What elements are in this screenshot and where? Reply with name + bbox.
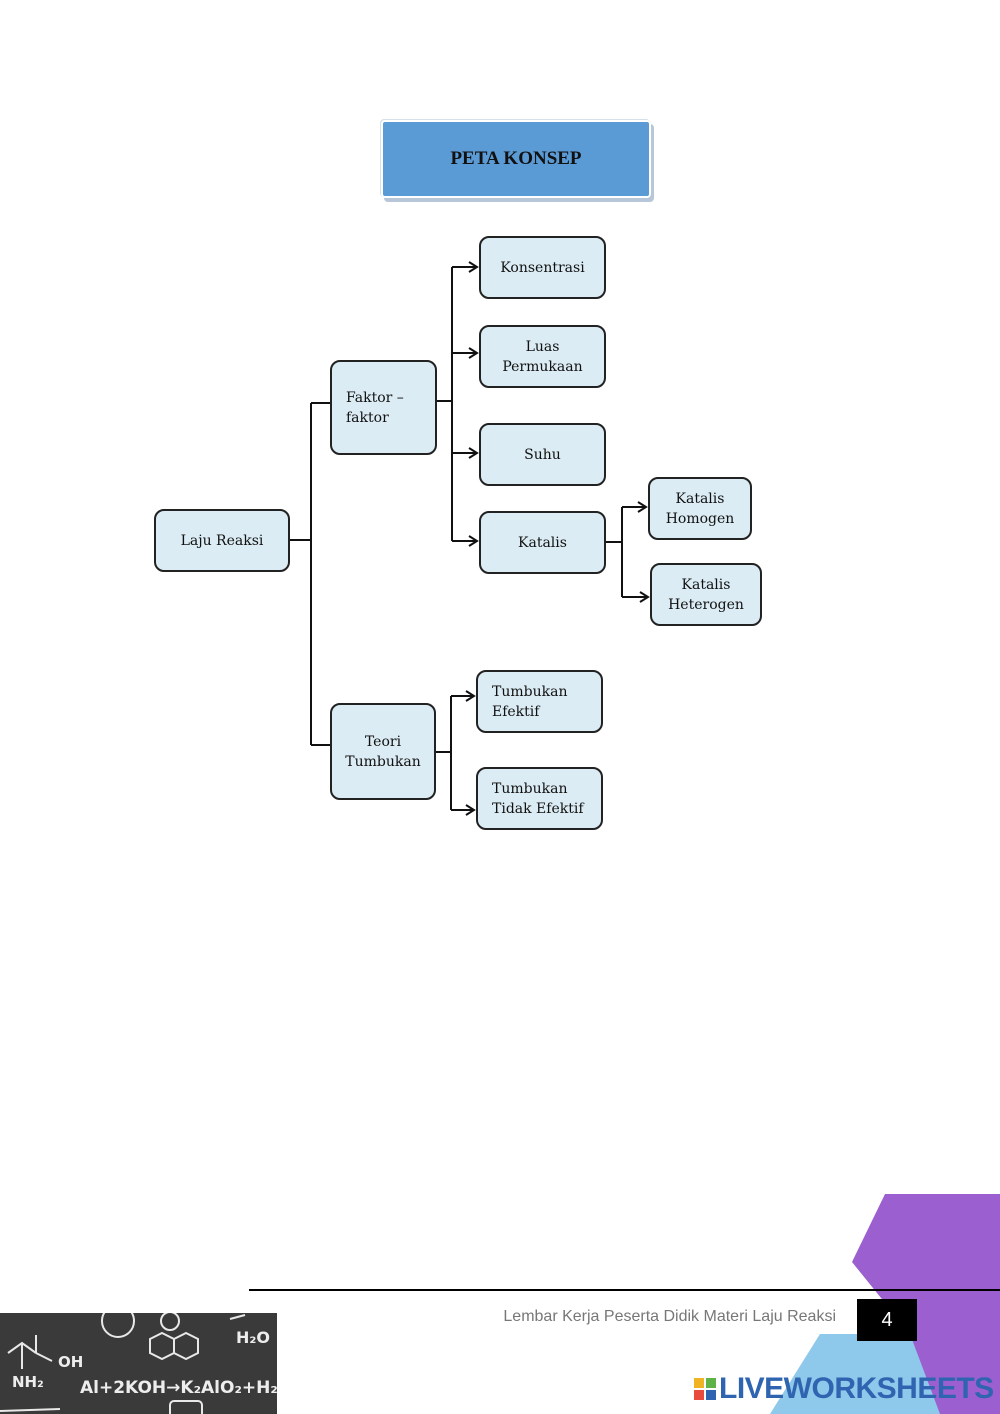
page-number: 4 [857, 1299, 917, 1341]
node-suhu: Suhu [479, 423, 606, 486]
node-tumbukan-tidak-efektif: Tumbukan Tidak Efektif [476, 767, 603, 830]
node-laju-reaksi: Laju Reaksi [154, 509, 290, 572]
chalk-nh2: NH₂ [12, 1373, 44, 1391]
chalk-h2o: H₂O [236, 1328, 270, 1347]
node-katalis-homogen: Katalis Homogen [648, 477, 752, 540]
liveworksheets-brand: LIVEWORKSHEETS [719, 1372, 994, 1406]
chalk-equation: Al+2KOH→K₂AlO₂+H₂ [80, 1378, 277, 1398]
footer-text: Lembar Kerja Peserta Didik Materi Laju R… [420, 1308, 836, 1326]
node-teori-tumbukan: Teori Tumbukan [330, 703, 436, 800]
footer-rule [249, 1289, 1000, 1291]
chalkboard-image: OH NH₂ H₂O Al+2KOH→K₂AlO₂+H₂ [0, 1313, 277, 1414]
node-katalis-heterogen: Katalis Heterogen [650, 563, 762, 626]
node-konsentrasi: Konsentrasi [479, 236, 606, 299]
node-tumbukan-efektif: Tumbukan Efektif [476, 670, 603, 733]
chalk-oh: OH [58, 1353, 83, 1371]
node-luas-permukaan: Luas Permukaan [479, 325, 606, 388]
node-katalis: Katalis [479, 511, 606, 574]
liveworksheets-icon [694, 1378, 716, 1400]
liveworksheets-logo[interactable]: LIVEWORKSHEETS [694, 1372, 994, 1406]
node-faktor-faktor: Faktor – faktor [330, 360, 437, 455]
